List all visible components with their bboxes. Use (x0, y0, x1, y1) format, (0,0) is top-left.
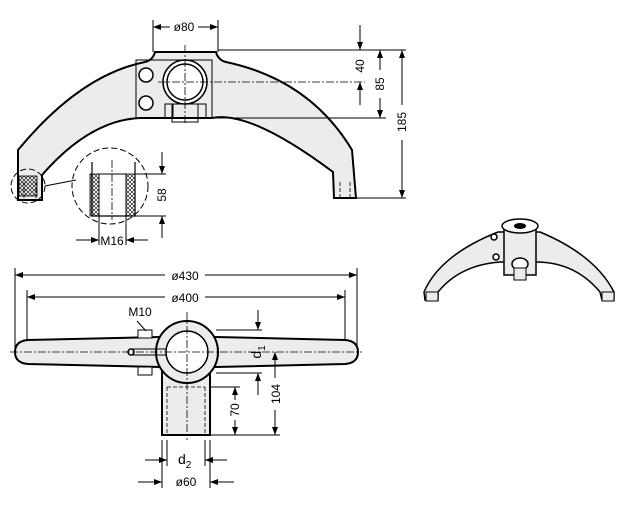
side-hole-upper (138, 67, 154, 83)
dim-58: 58 (155, 188, 169, 202)
dim-shaft-diameter: ø60 (176, 475, 197, 489)
hub-body (135, 59, 213, 119)
dim-inner-diameter: ø400 (171, 291, 199, 305)
front-view: ø80 40 85 185 58 M16 (10, 20, 409, 248)
clamp-screw-left (164, 103, 174, 119)
dim-d1: d1 (248, 345, 268, 359)
plan-view: ø430 ø400 M10 d1 104 70 (10, 268, 362, 489)
m10-nut (137, 366, 153, 376)
dim-40: 40 (353, 59, 367, 73)
side-hole-lower (138, 95, 154, 111)
dim-185: 185 (395, 112, 409, 132)
dim-d2: d2 (178, 451, 192, 471)
dim-104: 104 (269, 384, 283, 404)
dim-hub-diameter: ø80 (174, 20, 195, 34)
dim-outer-diameter: ø430 (171, 269, 199, 283)
isometric-view (423, 218, 615, 302)
dim-70: 70 (228, 403, 242, 417)
m10-screw-head (137, 329, 153, 339)
dim-m16: M16 (100, 234, 124, 248)
m16-thread-insert (98, 173, 127, 217)
shaft-stem (161, 369, 211, 436)
dim-85: 85 (373, 77, 387, 91)
detail-enlarged (71, 147, 149, 225)
label-m10: M10 (128, 305, 152, 319)
